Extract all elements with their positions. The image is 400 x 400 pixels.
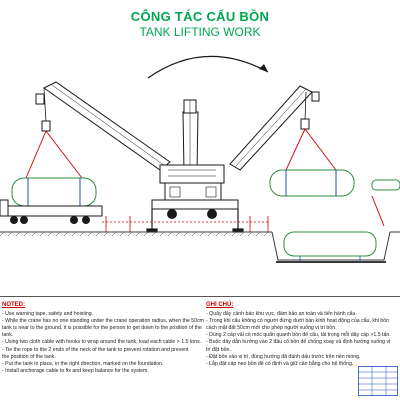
tank-lifted-left: [11, 177, 97, 207]
title-english: TANK LIFTING WORK: [139, 25, 261, 39]
notes-english-line: the position of the tank.: [2, 353, 56, 360]
notes-english-line: - While the crane has no one standing un…: [2, 318, 204, 325]
notes-english-line: - Using two cloth cable with hooks to wr…: [2, 339, 202, 346]
tank-waiting: [371, 179, 400, 191]
notes-english-line: - Install anchorage cable to fix and kee…: [2, 367, 149, 374]
rigging-left: [25, 130, 83, 179]
notes-vietnamese: GHI CHÚ: - Quây dây cảnh báo khu vực, đả…: [206, 302, 396, 368]
swing-arrow-head: [259, 64, 268, 72]
crane-wheels: [167, 209, 217, 219]
notes-vietnamese-line: - Trong khi cẩu không có người đứng dưới…: [206, 318, 390, 325]
rigging-right: [285, 128, 337, 171]
crane-boom-right: [229, 85, 320, 171]
tank-lifted-right: [269, 169, 355, 197]
crane-boom-vertical: [182, 99, 199, 173]
ground-hatch: [0, 231, 269, 237]
guide-rope: [371, 195, 385, 227]
notes-english: NOTED: - Use warning tape, safety and ho…: [2, 302, 204, 375]
notes-english-line: - Use warning tape, safety and hoisting.: [2, 311, 94, 318]
notes-english-line: tank.: [2, 332, 14, 339]
pit-anchors: [299, 256, 361, 262]
tank-in-pit: [283, 231, 377, 257]
notes-vietnamese-line: cách mặt đất 50cm mới cho phép người xuố…: [206, 325, 337, 332]
warning-barrier: [102, 216, 270, 232]
divider: [0, 296, 400, 297]
notes-vietnamese-heading: GHI CHÚ:: [206, 302, 234, 308]
notes-vietnamese-line: - Lắp đặt cáp neo bồn để cố định và giữ …: [206, 360, 354, 367]
notes-english-line: tank is near to the ground, it is possib…: [2, 325, 202, 332]
swing-arrow: [147, 55, 269, 79]
title-vietnamese: CÔNG TÁC CẨU BỒN: [130, 9, 270, 24]
excavation-pit: [271, 231, 391, 263]
transport-truck: [0, 199, 103, 217]
notes-english-line: - Tie the rope to the 2 ends of the neck…: [2, 346, 189, 353]
notes-vietnamese-line: - Buộc dây dẫn hướng vào 2 đầu cổ bồn để…: [206, 339, 391, 346]
crane-outriggers: [146, 209, 244, 233]
notes-vietnamese-line: - Đặt bồn vào vị trí, đúng hướng đã đánh…: [206, 353, 361, 360]
crane-boom-left: [35, 81, 171, 171]
notes-vietnamese-line: - Dùng 2 cáp vải có móc quấn quanh bồn đ…: [206, 332, 391, 339]
notes-vietnamese-line: trí đặt bồn.: [206, 346, 231, 353]
notes-english-line: - Put the tank in place, in the right di…: [2, 360, 164, 367]
truck-wheels: [10, 216, 90, 224]
title-block-stamp: [358, 366, 398, 396]
notes-vietnamese-line: - Quây dây cảnh báo khu vực, đảm bảo an …: [206, 311, 357, 318]
notes-english-heading: NOTED:: [2, 302, 25, 308]
crane-body: [151, 164, 239, 210]
